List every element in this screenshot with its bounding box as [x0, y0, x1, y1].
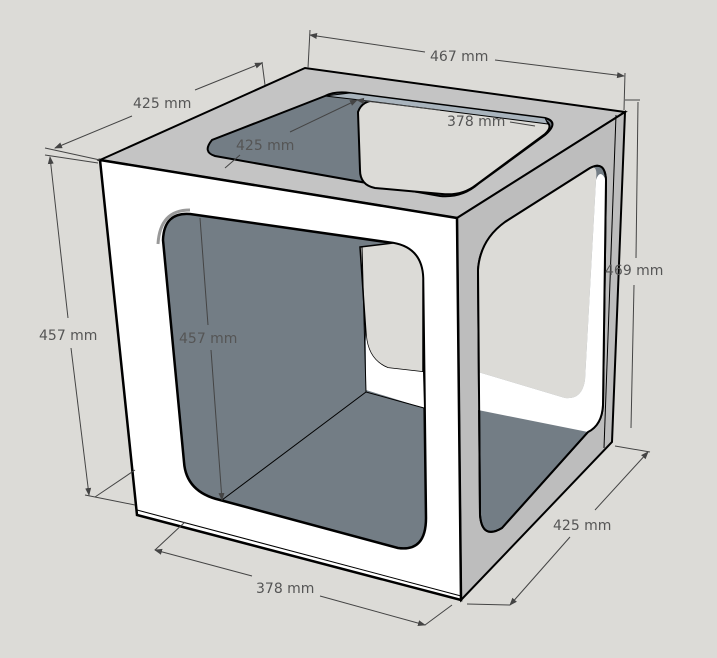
front-bottom-bevel: [136, 509, 462, 597]
label-bottom-width: 378 mm: [256, 581, 314, 597]
front-opening: [161, 212, 428, 550]
label-right-height: 469 mm: [605, 263, 663, 279]
dim-line-top-depth: [54, 115, 133, 149]
label-left-height-inner: 457 mm: [179, 331, 237, 347]
label-bottom-depth: 425 mm: [553, 518, 611, 534]
right-opening-light: [478, 167, 597, 399]
cube-model[interactable]: [96, 66, 628, 603]
label-top-inner-width: 378 mm: [447, 114, 505, 130]
right-opening-white-strip: [478, 174, 606, 432]
front-opening-bevel: [156, 208, 191, 245]
right-bevel-line: [603, 114, 617, 449]
dimension-labels: 467 mm 425 mm 425 mm 378 mm 457 mm 457 m…: [39, 49, 663, 597]
dim-line-bottom-depth: [509, 536, 571, 606]
top-rim-highlight: [324, 92, 549, 125]
back-panel-strip: [366, 335, 424, 408]
dim-line-top-width: [309, 33, 426, 53]
right-opening-outline: [476, 164, 608, 533]
interior-vertical-edge: [361, 246, 367, 393]
dim-line-bottom-width: [154, 548, 253, 577]
label-left-height-outer: 457 mm: [39, 328, 97, 344]
label-top-depth-outer: 425 mm: [133, 96, 191, 112]
dimension-annotations: [44, 29, 651, 627]
dim-line-left-height: [47, 156, 69, 319]
interior-floor-back-edge: [365, 391, 425, 409]
dim-line-right-height: [635, 101, 639, 259]
interior-floor-diagonal: [221, 391, 367, 501]
label-top-width: 467 mm: [430, 49, 488, 65]
label-top-depth-inner: 425 mm: [236, 138, 294, 154]
